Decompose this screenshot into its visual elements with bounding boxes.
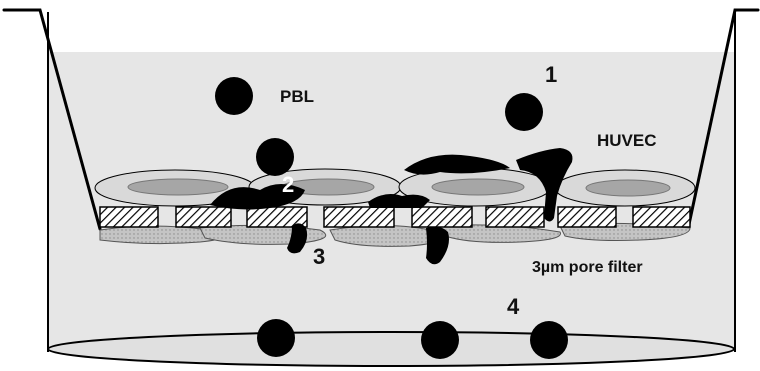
well-bottom bbox=[47, 331, 735, 367]
huvec-label: HUVEC bbox=[597, 131, 657, 150]
pbl-cell bbox=[256, 138, 294, 176]
adherent-cell bbox=[404, 154, 510, 175]
huvec-nucleus bbox=[431, 178, 525, 196]
transmigrating-cell bbox=[287, 223, 308, 254]
step-4-label: 4 bbox=[507, 294, 520, 319]
huvec-nucleus bbox=[127, 178, 229, 196]
adherent-cell bbox=[516, 148, 573, 222]
filter-label: 3µm pore filter bbox=[532, 259, 643, 276]
bottom-cell bbox=[421, 321, 459, 359]
step-3-label: 3 bbox=[313, 244, 325, 269]
adherent-cell bbox=[210, 184, 305, 210]
pbl-cell bbox=[215, 77, 253, 115]
adherent-cell bbox=[368, 194, 430, 208]
huvec-nucleus bbox=[585, 179, 671, 197]
pbl-label: PBL bbox=[280, 87, 314, 106]
pore-filter bbox=[99, 206, 691, 228]
pbl-cell bbox=[505, 93, 543, 131]
bottom-cell bbox=[257, 319, 295, 357]
bottom-cell bbox=[530, 321, 568, 359]
huvec-monolayer bbox=[94, 167, 696, 207]
transmigrating-cell bbox=[426, 226, 449, 265]
outer-well bbox=[47, 12, 736, 352]
step-2-label: 2 bbox=[282, 172, 294, 197]
migrating-cells bbox=[210, 77, 573, 359]
insert-walls bbox=[2, 8, 760, 231]
step-1-label: 1 bbox=[545, 62, 557, 87]
